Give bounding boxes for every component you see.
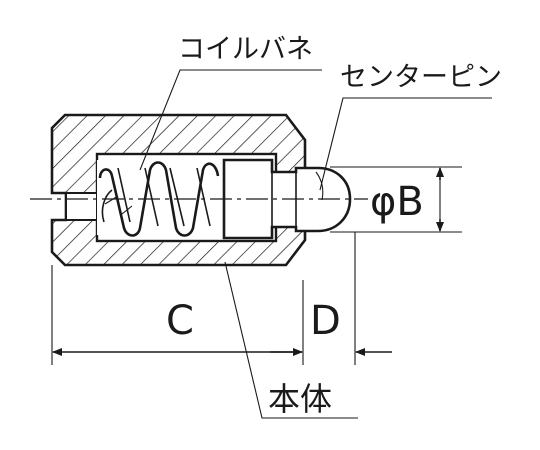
coil-spring [97, 160, 223, 237]
coil-spring-label: コイルバネ [178, 34, 313, 65]
dim-c-label: C [166, 298, 194, 344]
body-label: 本体 [268, 380, 332, 418]
dim-b [330, 166, 462, 233]
dim-d-label: D [310, 298, 341, 344]
leaders [139, 69, 492, 419]
slot [65, 192, 98, 221]
center-pin-label: センターピン [340, 62, 502, 93]
dim-b-label: φB [370, 179, 424, 225]
dim-cd [51, 232, 392, 365]
